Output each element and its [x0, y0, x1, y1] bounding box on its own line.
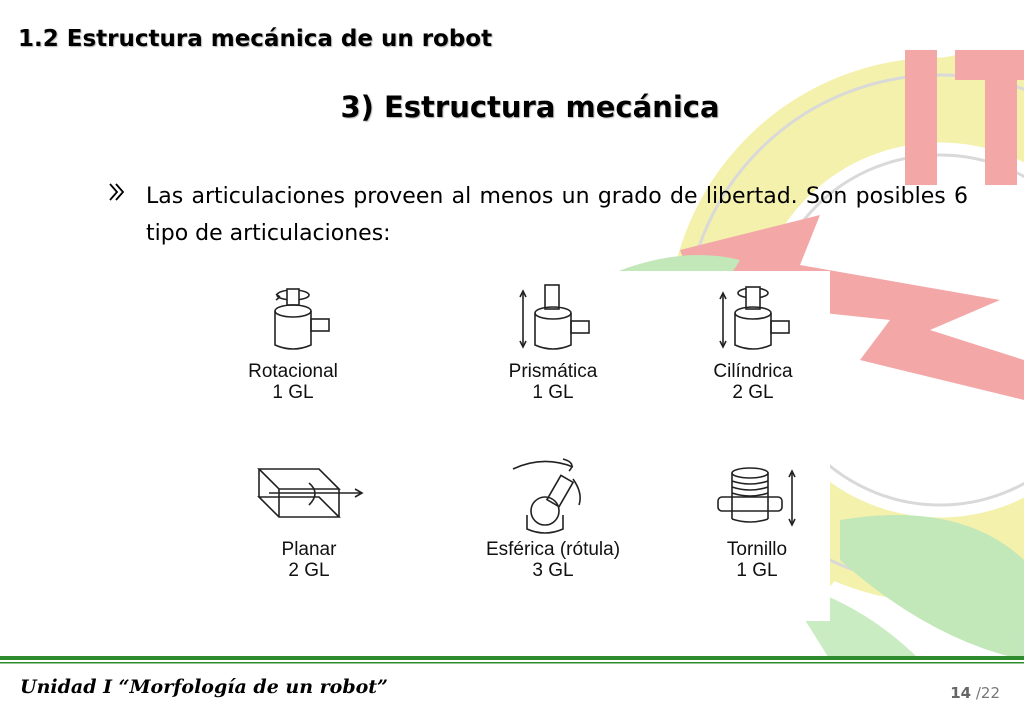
- joint-name: Rotacional: [248, 361, 338, 382]
- bullet-text: Las articulaciones proveen al menos un g…: [146, 184, 968, 246]
- cylindrical-joint-icon: [719, 286, 790, 350]
- section-title: 1.2 Estructura mecánica de un robot: [18, 26, 493, 52]
- joint-cylindrical: Cilíndrica 2 GL: [658, 283, 848, 403]
- prismatic-joint-icon: [519, 284, 590, 350]
- page-total: /22: [975, 684, 1000, 702]
- footer-unit-title: Unidad I “Morfología de un robot”: [20, 676, 388, 698]
- joint-types-figure: Rotacional 1 GL Prismática 1 GL: [206, 271, 830, 621]
- joint-screw: Tornillo 1 GL: [662, 463, 852, 581]
- page-number: 14 /22: [950, 684, 1000, 702]
- double-chevron-icon: [108, 178, 146, 252]
- joint-dof: 2 GL: [288, 560, 330, 581]
- bullet-point: Las articulaciones proveen al menos un g…: [108, 178, 968, 252]
- joint-prismatic: Prismática 1 GL: [458, 283, 648, 403]
- joint-dof: 1 GL: [272, 382, 314, 403]
- joint-name: Esférica (rótula): [485, 539, 621, 560]
- joint-dof: 2 GL: [732, 382, 774, 403]
- joint-name: Tornillo: [726, 539, 788, 560]
- footer-divider: [0, 656, 1024, 664]
- joint-dof: 1 GL: [736, 560, 778, 581]
- spherical-joint-icon: [512, 458, 581, 534]
- joint-name: Planar: [281, 539, 337, 560]
- page-current: 14: [950, 684, 972, 702]
- slide-title: 3) Estructura mecánica: [340, 90, 720, 124]
- rotational-joint-icon: [274, 288, 330, 350]
- joint-planar: Planar 2 GL: [214, 463, 404, 581]
- joint-rotational: Rotacional 1 GL: [198, 283, 388, 403]
- planar-joint-icon: [257, 468, 364, 518]
- screw-joint-icon: [717, 467, 796, 527]
- joint-name: Prismática: [508, 361, 598, 382]
- joint-dof: 1 GL: [532, 382, 574, 403]
- joint-dof: 3 GL: [532, 560, 574, 581]
- joint-spherical: Esférica (rótula) 3 GL: [458, 457, 648, 581]
- joint-name: Cilíndrica: [713, 361, 793, 382]
